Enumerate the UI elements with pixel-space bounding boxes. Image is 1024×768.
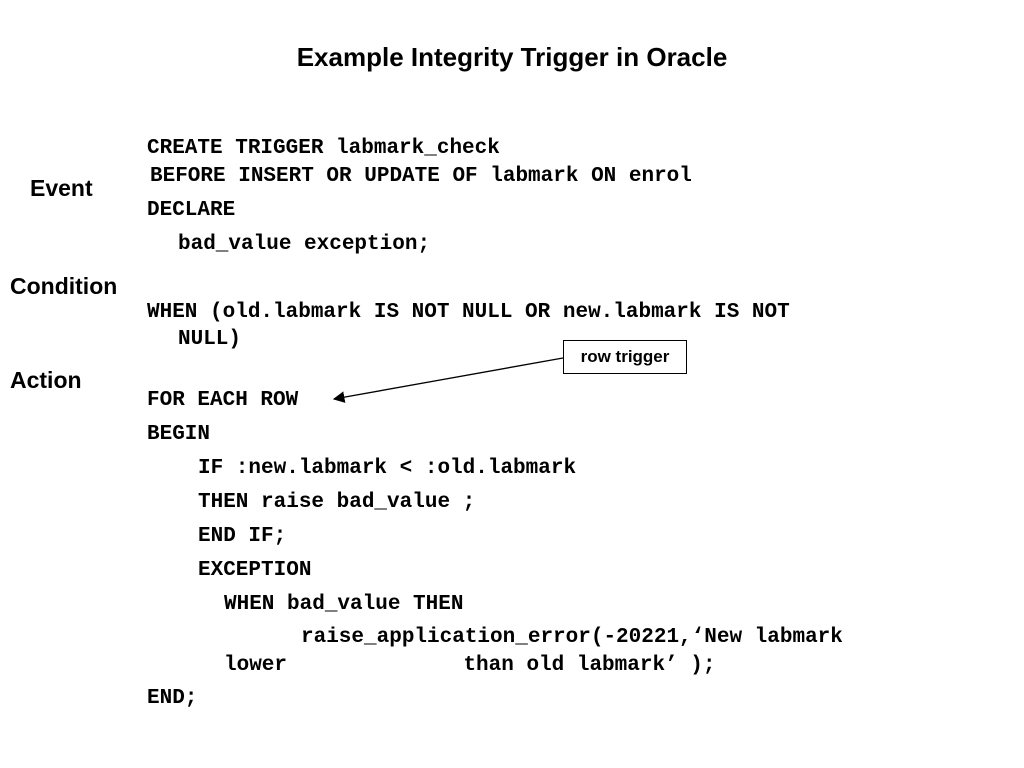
- code-line: IF :new.labmark < :old.labmark: [198, 457, 577, 480]
- row-trigger-callout: row trigger: [563, 340, 687, 374]
- code-line: bad_value exception;: [178, 233, 431, 256]
- code-line: lower than old labmark’ );: [224, 654, 716, 677]
- action-label: Action: [10, 367, 82, 393]
- code-line: END;: [147, 687, 198, 710]
- code-line: BEGIN: [147, 423, 211, 446]
- slide-title: Example Integrity Trigger in Oracle: [296, 42, 728, 72]
- event-label: Event: [30, 175, 93, 201]
- code-line: FOR EACH ROW: [147, 389, 299, 412]
- code-line: DECLARE: [147, 199, 236, 222]
- code-line: THEN raise bad_value ;: [198, 491, 476, 514]
- code-line: CREATE TRIGGER labmark_check: [147, 137, 500, 160]
- code-line: WHEN bad_value THEN: [224, 593, 464, 616]
- code-line: END IF;: [198, 525, 287, 548]
- code-line: NULL): [178, 328, 242, 351]
- code-line: WHEN (old.labmark IS NOT NULL OR new.lab…: [147, 301, 790, 324]
- code-line: BEFORE INSERT OR UPDATE OF labmark ON en…: [150, 165, 692, 188]
- code-line: raise_application_error(-20221,‘New labm…: [301, 626, 843, 649]
- condition-label: Condition: [10, 273, 118, 299]
- code-line: EXCEPTION: [198, 559, 312, 582]
